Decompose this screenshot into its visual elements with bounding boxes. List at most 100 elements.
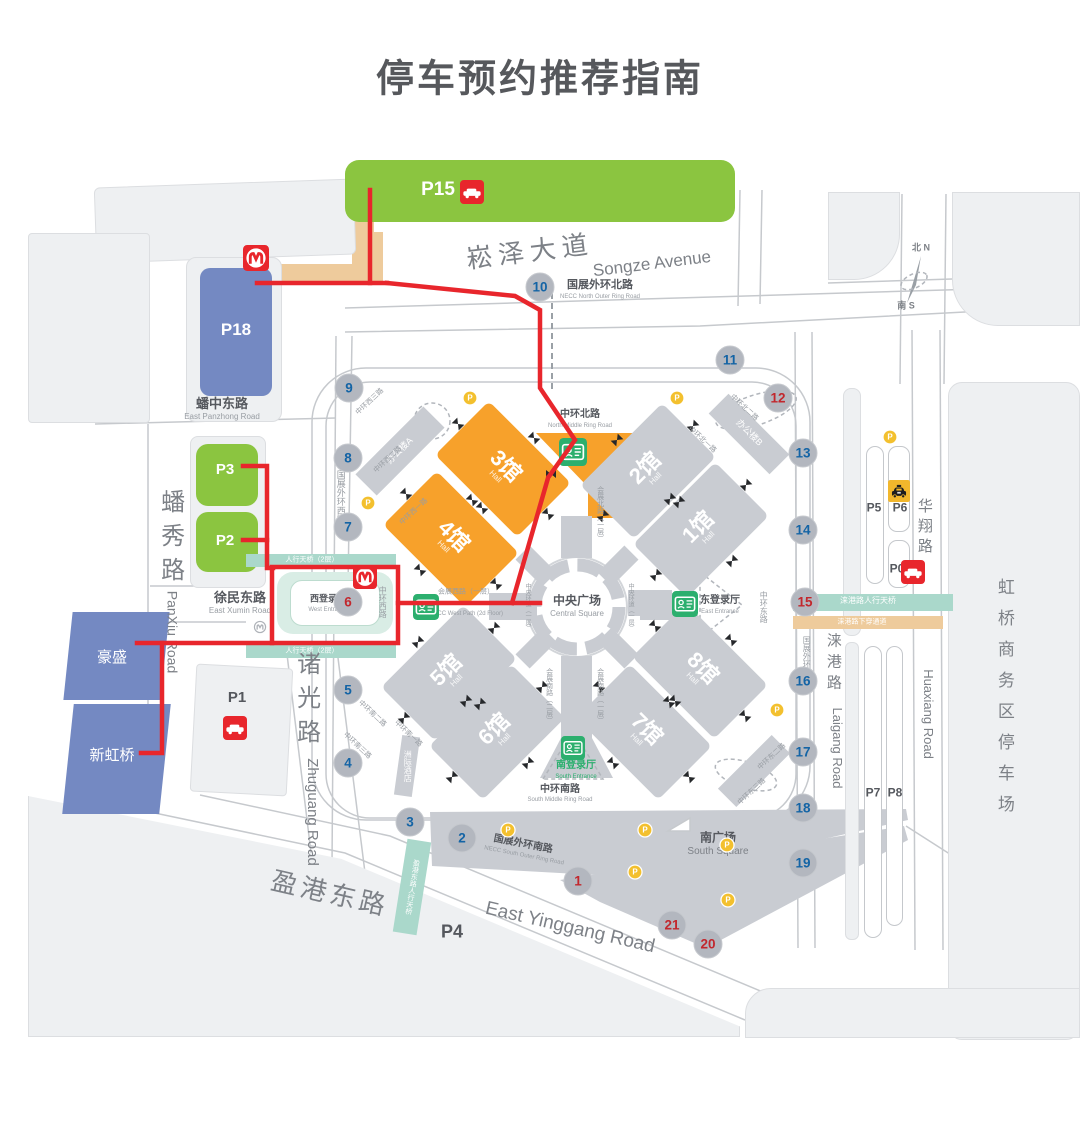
parking-p-icon: P <box>360 495 376 511</box>
map-label: North Middle Ring Road <box>547 422 613 429</box>
map-label: P1 <box>227 689 247 707</box>
svg-text:P: P <box>725 896 731 905</box>
map-label: P8 <box>887 785 903 800</box>
route-marker-20: 20 <box>693 929 723 959</box>
map-block <box>745 988 1080 1038</box>
map-block <box>561 516 592 558</box>
parking-p-icon: P <box>627 864 643 880</box>
security-check-icon <box>561 736 585 760</box>
map-label: 中环南路 <box>540 783 580 795</box>
route-marker-7: 7 <box>333 512 363 542</box>
map-label: 中环西路 <box>378 586 388 618</box>
map-label: P5 <box>866 500 882 515</box>
map-label: P15 <box>421 179 455 201</box>
metro-station-icon <box>353 565 377 589</box>
route-marker-14: 14 <box>788 515 818 545</box>
dropoff-car-icon <box>460 180 484 204</box>
route-marker-17: 17 <box>788 737 818 767</box>
map-block <box>28 233 150 423</box>
map-label: 东登录厅 <box>700 594 740 606</box>
map-label: P2 <box>215 532 235 550</box>
route-marker-5: 5 <box>333 675 363 705</box>
route-marker-21: 21 <box>657 910 687 940</box>
svg-text:P: P <box>632 868 638 877</box>
parking-p15 <box>345 160 735 222</box>
route-marker-16: 16 <box>788 666 818 696</box>
route-marker-11: 11 <box>715 345 745 375</box>
map-block <box>843 388 861 636</box>
map-label: P6 <box>892 500 908 515</box>
metro-station-outline-icon <box>253 620 267 634</box>
map-label: 豪盛 <box>96 649 128 667</box>
route-marker-6: 6 <box>333 587 363 617</box>
map-label: 会展西路（一层） <box>438 588 494 596</box>
map-label: East Panzhong Road <box>184 411 260 421</box>
route-marker-2: 2 <box>447 823 477 853</box>
map-label: 中环北路 <box>560 408 600 420</box>
parking-p-icon: P <box>882 429 898 445</box>
route-marker-15: 15 <box>790 587 820 617</box>
route-marker-9: 9 <box>334 373 364 403</box>
map-label: 西登录厅 <box>309 593 347 604</box>
map-label: Central Square <box>550 608 604 618</box>
map-label: 北 N <box>911 242 931 253</box>
parking-p5 <box>866 446 884 584</box>
map-label: 国展外环东路 <box>802 636 812 684</box>
map-label: South Square <box>687 845 749 857</box>
route-marker-13: 13 <box>788 438 818 468</box>
map-label: South Entrance <box>555 773 597 780</box>
route-marker-19: 19 <box>788 848 818 878</box>
map-block <box>952 192 1080 326</box>
route-marker-18: 18 <box>788 793 818 823</box>
svg-text:P: P <box>724 841 730 850</box>
parking-p7 <box>864 646 882 938</box>
svg-text:P: P <box>505 826 511 835</box>
map-label: 华翔路 <box>915 498 933 558</box>
parking-p-icon: P <box>669 390 685 406</box>
map-label: 国展外环西路 <box>335 470 346 524</box>
map-label: 会展南路（二层） <box>545 668 553 724</box>
map-label: P3 <box>215 461 235 479</box>
route-marker-8: 8 <box>333 443 363 473</box>
taxi-pickup-icon <box>888 480 910 502</box>
map-label: 会展北路（一层） <box>596 486 604 542</box>
map-label: 徐民东路 <box>213 590 267 606</box>
map-label: NECC West Path (2d Floor) <box>429 610 503 617</box>
map-label: 南登录厅 <box>556 759 596 771</box>
parking-p18 <box>200 268 272 396</box>
route-marker-12: 12 <box>763 383 793 413</box>
parking-p-icon: P <box>500 822 516 838</box>
map-label: 虹桥商务区停车场 <box>994 578 1014 826</box>
map-label: East Entrance <box>701 608 739 615</box>
map-label: 中央环道（一层） <box>627 583 634 631</box>
map-label: 诸光路 <box>292 651 320 753</box>
dropoff-car-icon <box>223 716 247 740</box>
route-marker-1: 1 <box>563 866 593 896</box>
svg-text:P: P <box>642 826 648 835</box>
parking-p-icon: P <box>462 390 478 406</box>
map-label: 人行天桥（2层） <box>285 647 339 655</box>
map-label: 南 S <box>897 300 915 311</box>
map-label: 中环东路 <box>759 591 769 623</box>
parking-p3 <box>196 444 258 506</box>
map-label: 国展外环北路 <box>567 279 633 292</box>
map-block <box>793 594 953 611</box>
map-label: 人行天桥（2层） <box>285 556 339 564</box>
svg-text:P: P <box>674 394 680 403</box>
route-marker-3: 3 <box>395 807 425 837</box>
map-label: 涞港路下穿通道 <box>837 618 887 626</box>
map-label: West Entrance <box>308 606 348 613</box>
map-label: P7 <box>865 785 881 800</box>
legend: 安检验证点 地铁站 出租车上客点（P6）13:00-20:00 即停即走点大巴停… <box>0 1038 1080 1118</box>
security-check-icon <box>559 438 587 466</box>
map-label: 会展南路（一层） <box>596 668 604 724</box>
parking-p-icon: P <box>769 702 785 718</box>
map-label: P18 <box>220 320 252 340</box>
route-marker-4: 4 <box>333 748 363 778</box>
map-label: 新虹桥 <box>89 747 135 765</box>
map-block <box>246 554 396 567</box>
map-label: P0 <box>889 561 905 576</box>
